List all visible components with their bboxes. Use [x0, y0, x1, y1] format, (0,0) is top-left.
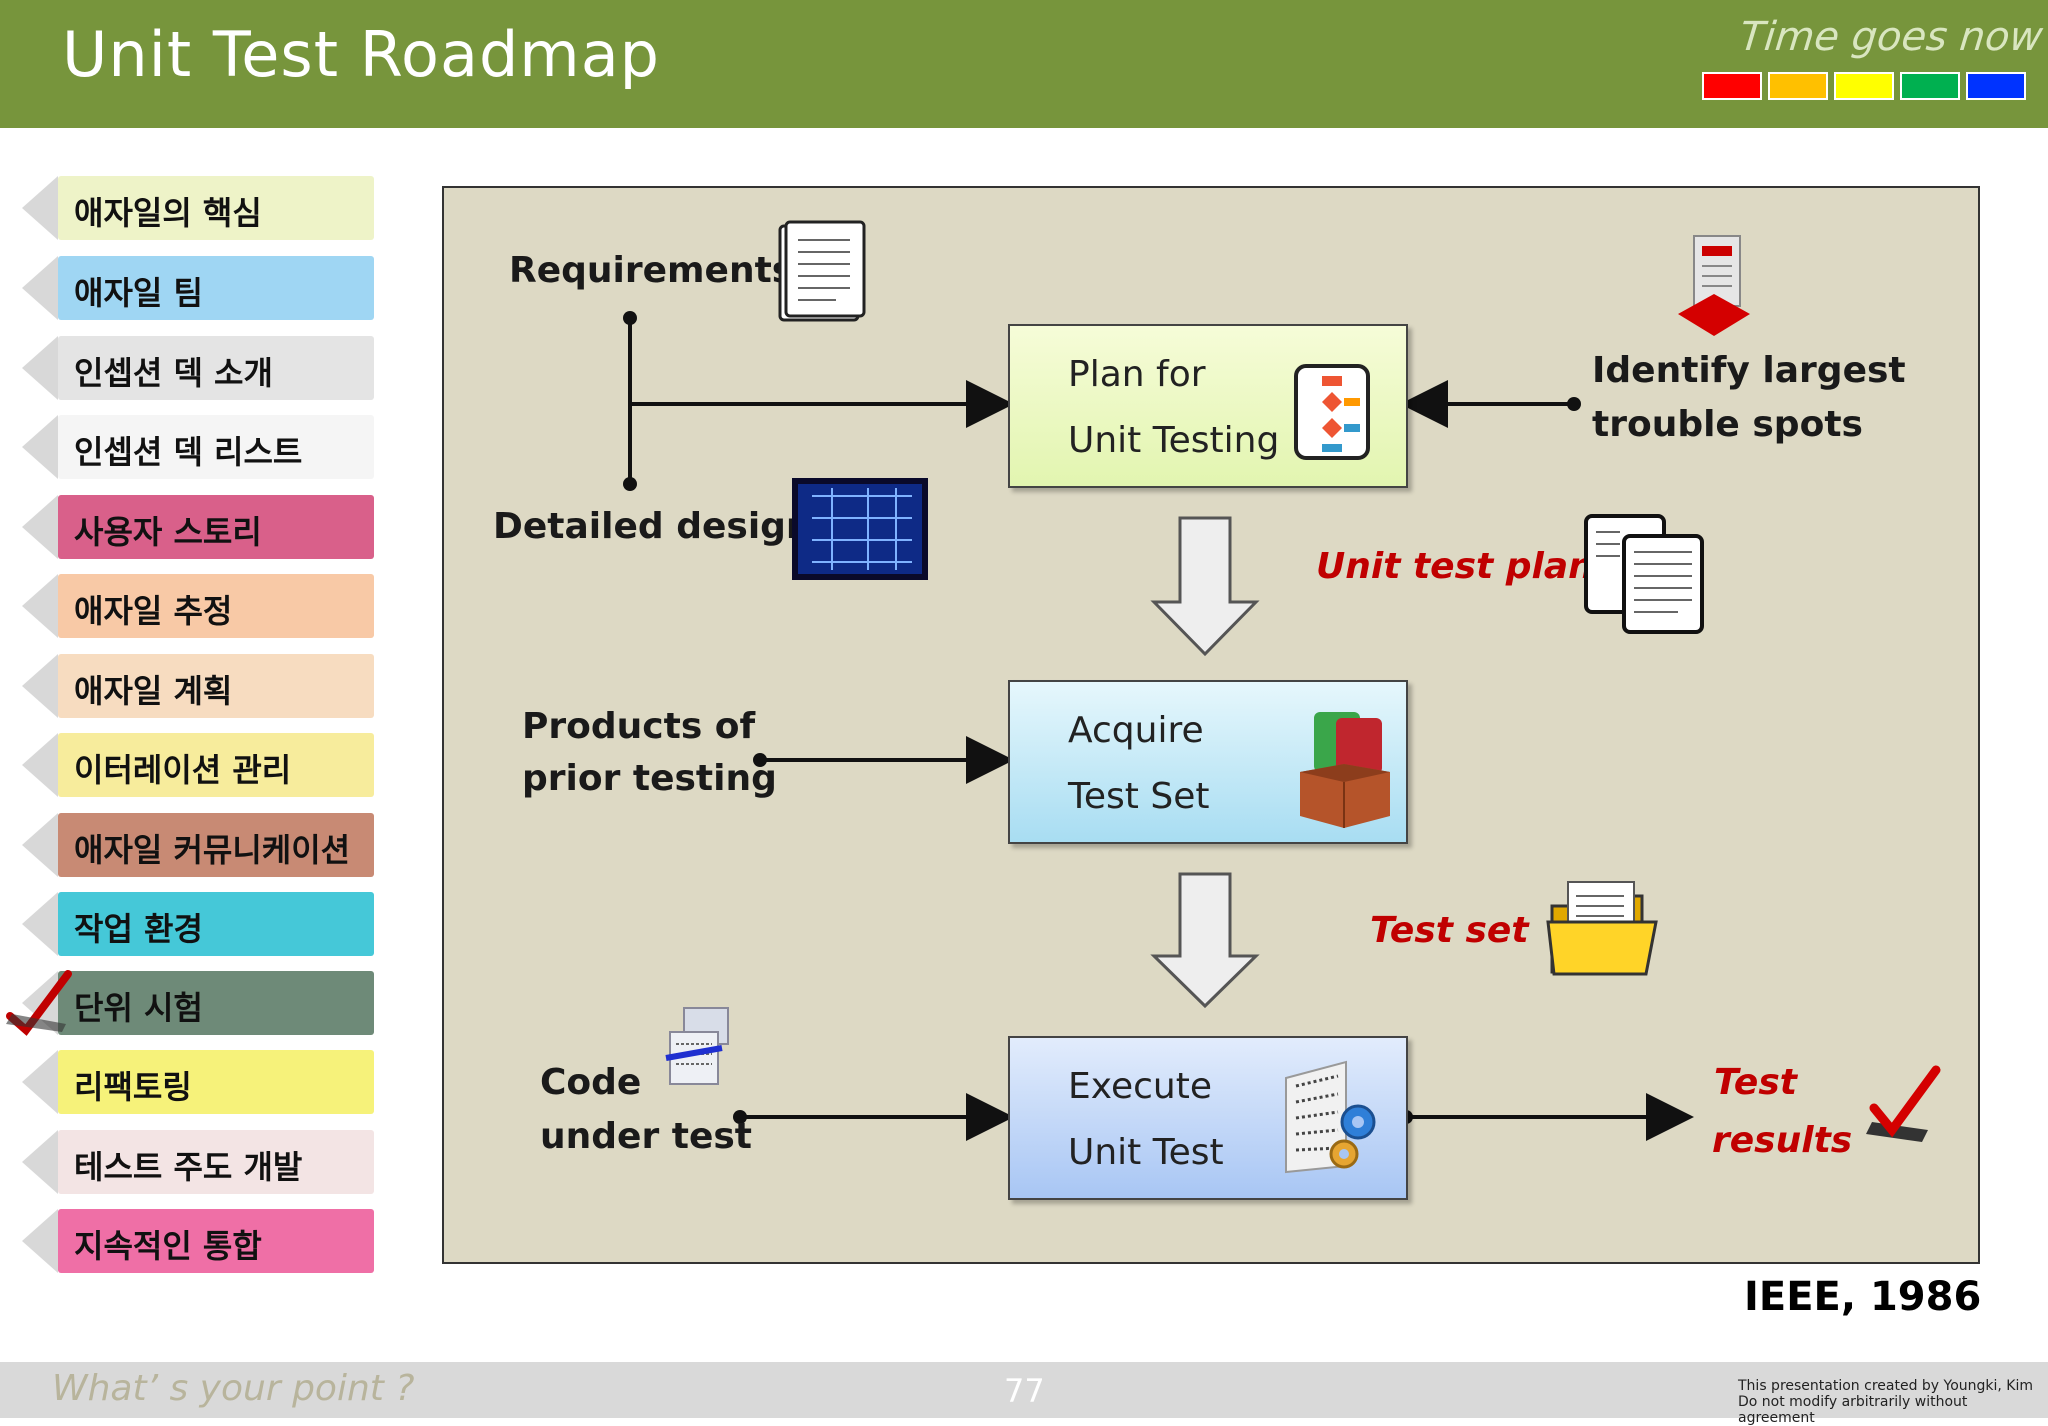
package-box-icon	[1300, 712, 1390, 828]
sidebar-item-inception-list[interactable]: 인셉션 덱 리스트	[22, 415, 374, 479]
sidebar-item-label: 인셉션 덱 소개	[74, 354, 273, 392]
sidebar-item-label: 애자일 커뮤니케이션	[74, 831, 351, 869]
sidebar-item-agile-planning[interactable]: 애자일 계획	[22, 654, 374, 718]
sidebar-item-bg	[58, 336, 374, 400]
sidebar-item-bg	[58, 892, 374, 956]
plan-box-line1: Plan for	[1068, 354, 1206, 395]
sidebar-item-label: 애자일 계획	[74, 672, 233, 710]
sidebar-item-bg	[58, 733, 374, 797]
sidebar-item-label: 애자일의 핵심	[74, 194, 262, 232]
sidebar-item-label: 단위 시험	[74, 989, 203, 1027]
timeline-swatch-2	[1768, 72, 1828, 100]
sidebar-item-bg	[58, 574, 374, 638]
sidebar-item-bg	[58, 1130, 374, 1194]
execute-box-line2: Unit Test	[1068, 1132, 1224, 1173]
sidebar-item-agile-team[interactable]: 애자일 팀	[22, 256, 374, 320]
sidebar-item-bg	[58, 971, 374, 1035]
flowchart-icon	[1294, 364, 1370, 460]
active-checkmark-icon	[6, 970, 72, 1036]
timeline-swatch-4	[1900, 72, 1960, 100]
code-label-line1: Code	[540, 1062, 642, 1103]
sidebar-item-refactoring[interactable]: 리팩토링	[22, 1050, 374, 1114]
sidebar-item-label: 애자일 팀	[74, 274, 203, 312]
products-label-line2: prior testing	[522, 758, 777, 799]
execute-unit-test-box: Execute Unit Test	[1008, 1036, 1408, 1200]
page-number: 77	[1004, 1372, 1045, 1410]
detailed-design-label: Detailed design	[493, 506, 812, 547]
timeline-swatch-5	[1966, 72, 2026, 100]
code-server-icon	[665, 1007, 729, 1085]
sidebar-item-bg	[58, 1050, 374, 1114]
plan-box-line2: Unit Testing	[1068, 420, 1280, 461]
test-set-label: Test set	[1370, 910, 1529, 951]
sidebar-item-continuous-integration[interactable]: 지속적인 통합	[22, 1209, 374, 1273]
sidebar-item-bg	[58, 176, 374, 240]
code-gears-icon	[1285, 1060, 1376, 1174]
timeline-swatch-1	[1702, 72, 1762, 100]
footer-credit: This presentation created by Youngki, Ki…	[1738, 1378, 2048, 1426]
sidebar-item-label: 작업 환경	[74, 910, 203, 948]
sidebar-item-agile-communication[interactable]: 애자일 커뮤니케이션	[22, 813, 374, 877]
acquire-test-set-box: Acquire Test Set	[1008, 680, 1408, 844]
blueprint-icon	[792, 478, 928, 580]
sidebar-item-bg	[58, 654, 374, 718]
sidebar-item-bg	[58, 415, 374, 479]
test-results-label-line2: results	[1712, 1120, 1853, 1161]
sidebar-item-bg	[58, 1209, 374, 1273]
checkmark-icon	[1866, 1065, 1941, 1142]
timeline-swatch-3	[1834, 72, 1894, 100]
down-arrow-plan-to-acquire	[1150, 516, 1260, 657]
report-arrow-icon	[1678, 235, 1750, 336]
document-icon	[778, 220, 866, 322]
sidebar-item-agile-estimation[interactable]: 애자일 추정	[22, 574, 374, 638]
sidebar-item-inception-intro[interactable]: 인셉션 덱 소개	[22, 336, 374, 400]
sidebar-item-bg	[58, 495, 374, 559]
sidebar-item-tdd[interactable]: 테스트 주도 개발	[22, 1130, 374, 1194]
folder-icon	[1546, 881, 1658, 976]
sidebar-item-bg	[58, 256, 374, 320]
acquire-box-line1: Acquire	[1068, 710, 1204, 751]
header-bar: Unit Test Roadmap Time goes now	[0, 0, 2048, 128]
sidebar-item-user-story[interactable]: 사용자 스토리	[22, 495, 374, 559]
footer-bar: What’ s your point ? 77 This presentatio…	[0, 1362, 2048, 1426]
execute-box-line1: Execute	[1068, 1066, 1212, 1107]
code-label-line2: under test	[540, 1116, 752, 1157]
footer-credit-line1: This presentation created by Youngki, Ki…	[1738, 1378, 2034, 1394]
sidebar-item-agile-core[interactable]: 애자일의 핵심	[22, 176, 374, 240]
test-results-label-line1: Test	[1714, 1062, 1797, 1103]
sidebar-item-label: 테스트 주도 개발	[74, 1148, 303, 1186]
identify-label-line1: Identify largest	[1592, 350, 1906, 391]
sidebar-item-work-environment[interactable]: 작업 환경	[22, 892, 374, 956]
sidebar-item-label: 애자일 추정	[74, 592, 233, 630]
footer-tagline: What’ s your point ?	[52, 1368, 415, 1409]
down-arrow-acquire-to-execute	[1150, 872, 1260, 1009]
acquire-box-line2: Test Set	[1068, 776, 1210, 817]
sidebar-item-label: 이터레이션 관리	[74, 751, 292, 789]
requirements-label: Requirements	[509, 250, 794, 291]
sidebar-item-bg	[58, 813, 374, 877]
plan-for-unit-testing-box: Plan for Unit Testing	[1008, 324, 1408, 488]
products-label-line1: Products of	[522, 706, 756, 747]
footer-credit-line2: Do not modify arbitrarily without agreem…	[1738, 1394, 1968, 1426]
source-citation: IEEE, 1986	[1744, 1274, 1982, 1320]
slide-title: Unit Test Roadmap	[62, 18, 661, 91]
documents-icon	[1584, 514, 1704, 634]
sidebar-item-label: 리팩토링	[74, 1068, 192, 1106]
sidebar-item-label: 인셉션 덱 리스트	[74, 433, 303, 471]
identify-label-line2: trouble spots	[1592, 404, 1863, 445]
unit-test-plan-label: Unit test plan	[1316, 546, 1594, 587]
sidebar-item-iteration-management[interactable]: 이터레이션 관리	[22, 733, 374, 797]
sidebar-item-label: 지속적인 통합	[74, 1227, 262, 1265]
sidebar-item-label: 사용자 스토리	[74, 513, 262, 551]
